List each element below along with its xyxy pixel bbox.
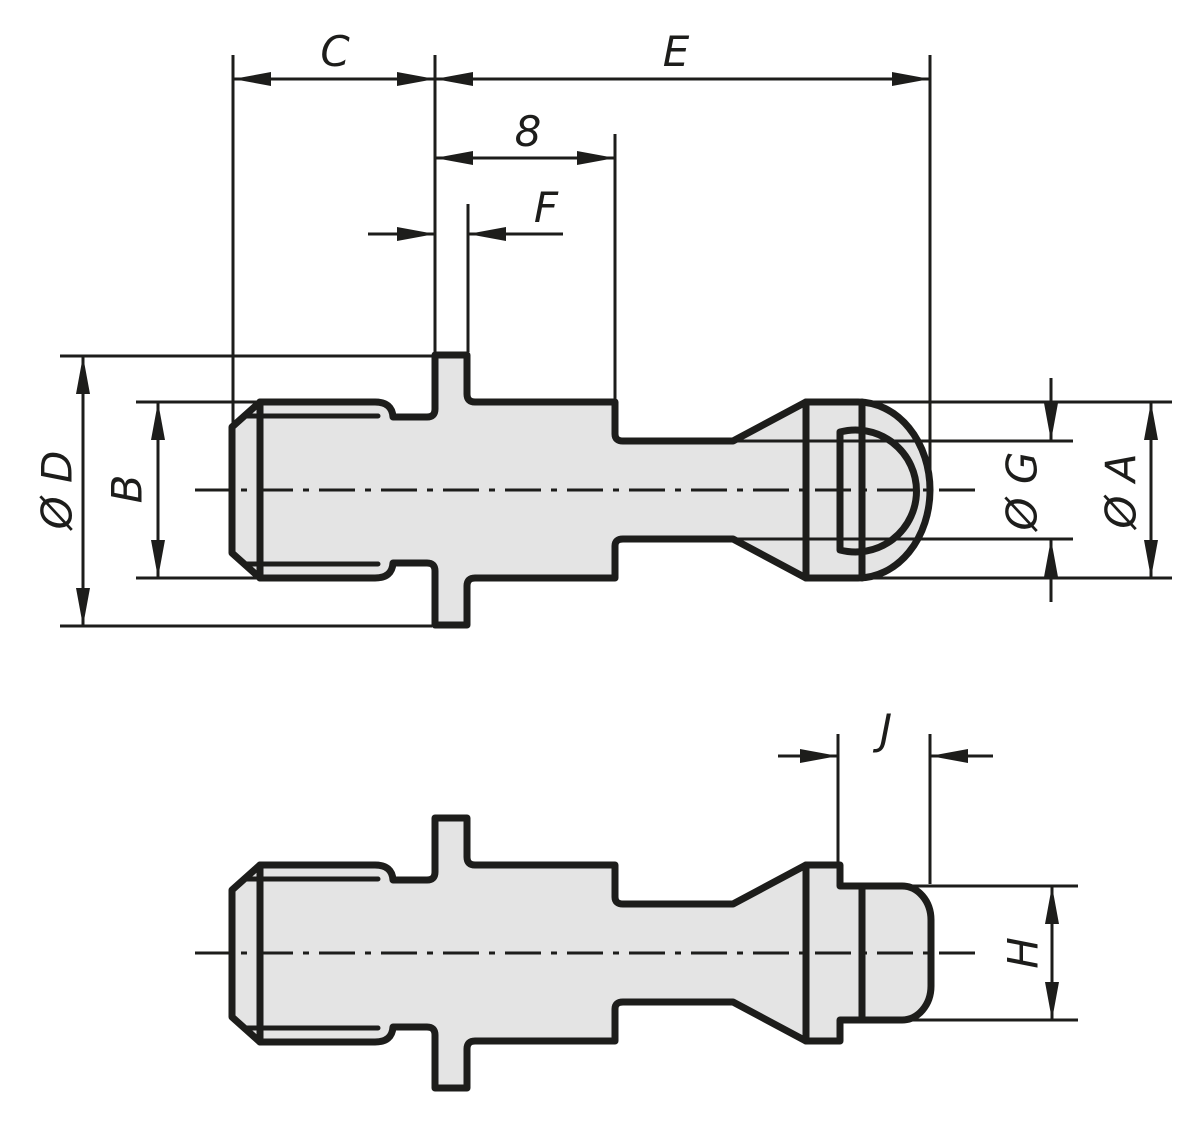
side-view xyxy=(195,814,978,1092)
dim-label-j: J xyxy=(873,705,892,754)
dim-label-f: F xyxy=(534,183,559,232)
dim-label-b: B xyxy=(103,475,152,504)
dim-label-c: C xyxy=(320,27,350,76)
dim-label-dia-d: Ø D xyxy=(33,451,82,532)
dim-label-dia-g: Ø G xyxy=(998,452,1047,533)
dimension-labels: C E 8 F Ø D B Ø G Ø A J H xyxy=(33,27,1146,969)
dim-label-h: H xyxy=(999,937,1048,969)
dim-label-8: 8 xyxy=(515,107,542,156)
extension-lines xyxy=(60,55,1172,1022)
front-view xyxy=(195,351,985,629)
thread-root-lines xyxy=(241,413,381,567)
thread-root-lines-side xyxy=(241,876,381,1031)
dimensioning xyxy=(60,55,1172,1022)
dim-label-e: E xyxy=(663,27,690,76)
dim-label-dia-a: Ø A xyxy=(1097,453,1146,530)
head-recess-contour xyxy=(836,426,920,556)
